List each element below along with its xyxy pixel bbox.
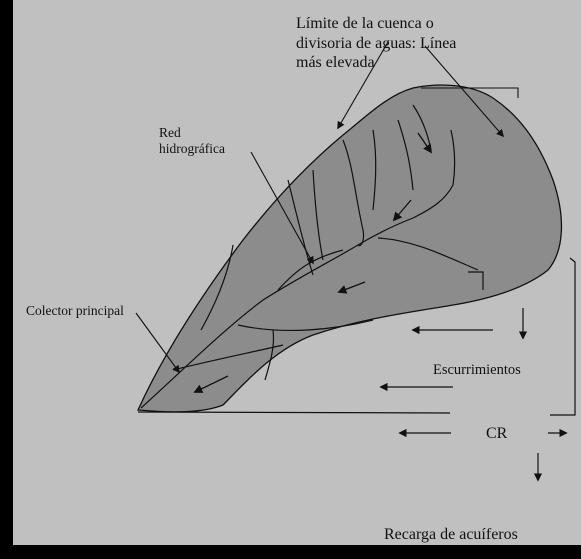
tributary xyxy=(237,319,374,332)
basin-diagram xyxy=(135,41,576,482)
river-network-label: Red hidrográfica xyxy=(159,125,225,158)
runoff-label: Escurrimientos xyxy=(433,362,521,378)
flow-arrows xyxy=(193,132,433,393)
tributary xyxy=(277,249,344,291)
tributary xyxy=(312,169,324,261)
tributary xyxy=(468,271,484,290)
flow-arrow xyxy=(417,132,433,154)
tributary xyxy=(397,119,414,191)
divide-label: Límite de la cuenca o divisoria de aguas… xyxy=(296,14,456,73)
tributary xyxy=(200,244,234,331)
flow-arrow xyxy=(337,281,366,294)
flow-arrow xyxy=(392,199,412,222)
tributary xyxy=(264,329,275,381)
river-network-label-line: Red xyxy=(159,125,181,140)
aquifer-recharge-label: Recarga de acuíferos xyxy=(384,526,518,543)
diagram-canvas: Límite de la cuenca o divisoria de aguas… xyxy=(13,0,581,545)
river-network-label-line: hidrográfica xyxy=(159,141,225,157)
main-collector-label: Colector principal xyxy=(26,303,124,318)
cr-label: CR xyxy=(486,425,508,442)
tributary xyxy=(377,237,479,271)
tributary xyxy=(342,139,365,247)
river-network xyxy=(140,104,484,409)
leader-lines xyxy=(135,41,519,374)
tributary xyxy=(372,129,377,211)
divide-label-line: más elevada xyxy=(296,54,375,72)
tributary xyxy=(287,179,314,276)
basin-area xyxy=(137,84,563,413)
divide-label-line: divisoria de aguas: Línea xyxy=(296,34,457,52)
divide-label-line: Límite de la cuenca o xyxy=(296,15,434,32)
flow-arrow xyxy=(193,375,229,393)
outflow-lines xyxy=(137,257,576,482)
